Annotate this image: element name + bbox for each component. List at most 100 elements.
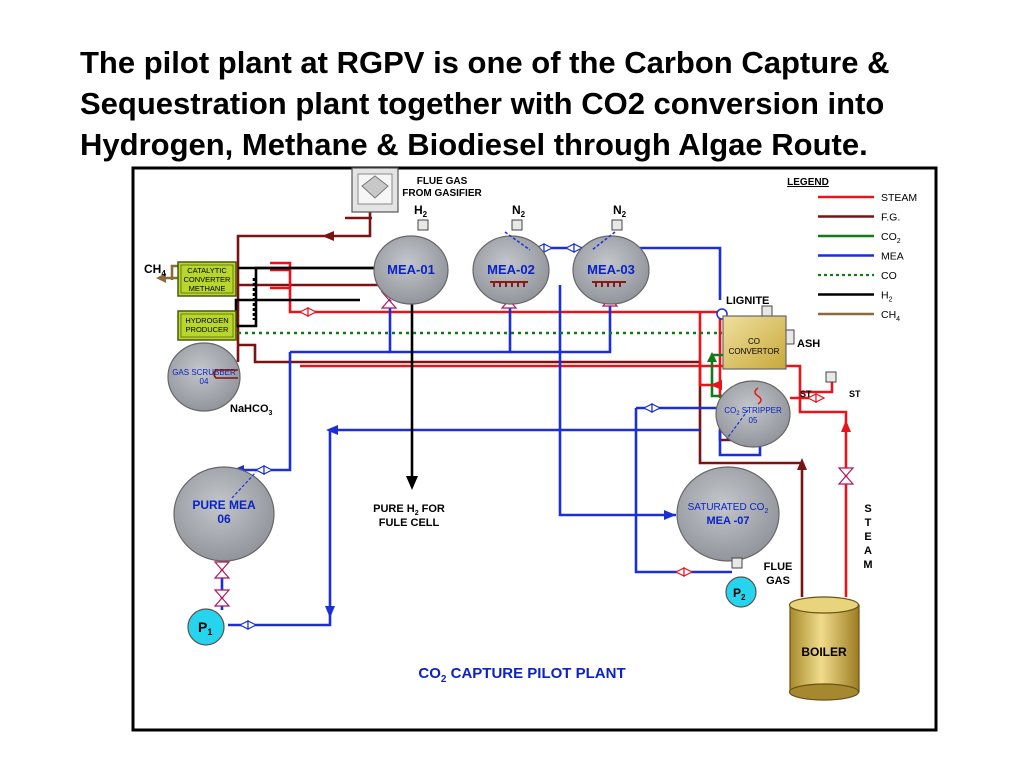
legend-item: H2 (818, 290, 893, 304)
stripper-dashed-feed (725, 409, 749, 441)
pure-mea-label: PURE MEA (192, 498, 256, 512)
mea-01-vessel (373, 235, 449, 305)
pump-p2 (725, 576, 757, 608)
pure-mea-number: 06 (217, 512, 231, 526)
mea-02-sparger (490, 281, 528, 287)
hydrogen-line-1: HYDROGEN (185, 316, 228, 325)
arrow-mea-left (326, 425, 338, 435)
legend-label: MEA (881, 251, 904, 263)
catalytic-line-1: CATALYTIC (187, 266, 227, 275)
ch4-label: CH4 (144, 262, 166, 278)
saturated-mea-label: SATURATED CO2 (688, 502, 769, 515)
steam-trap (825, 371, 837, 383)
hydrogen-line-2: PRODUCER (186, 325, 230, 334)
diagram-title: CO2 CAPTURE PILOT PLANT (418, 665, 625, 685)
flue-gas-source-icon (351, 167, 399, 213)
scrubber-coil (213, 369, 238, 379)
mea-line (510, 295, 612, 354)
pure-h2-label: PURE H2 FOR (373, 503, 445, 517)
pump-p2-label: P2 (733, 586, 746, 602)
valve (815, 393, 826, 403)
saturated-mea-number: MEA -07 (707, 515, 750, 527)
title-line-2: Sequestration plant together with CO2 co… (80, 86, 885, 121)
pure-mea-dashed-inlet (231, 471, 257, 499)
mea-01-label: MEA-01 (387, 262, 435, 277)
mea-03-label: MEA-03 (587, 262, 635, 277)
valve (247, 620, 258, 630)
valve (213, 589, 231, 599)
legend-item: STEAM (818, 192, 917, 204)
valve (573, 243, 584, 253)
n2-nozzle (611, 219, 623, 231)
mea-line (558, 285, 676, 517)
valve (380, 299, 398, 309)
ash-nozzle (785, 329, 795, 345)
valve (543, 243, 554, 253)
arrow-mea-down (325, 606, 335, 618)
pump-p1 (187, 608, 225, 646)
flue-gas-label: GAS (766, 575, 790, 587)
boiler (788, 596, 860, 701)
n2-dashed-feed (504, 231, 616, 251)
valve (213, 597, 231, 607)
flue-gas-source-label: FROM GASIFIER (402, 188, 482, 199)
legend-item: CO (818, 270, 897, 282)
steam-letter: T (865, 517, 872, 529)
arrow-mea-to-saturated (664, 510, 676, 520)
valve (683, 567, 694, 577)
legend-label: F.G. (881, 212, 900, 224)
n2-label: N2 (512, 203, 526, 219)
arrow-h2-to-fuel-cell (406, 476, 418, 490)
ch4-line (170, 264, 178, 280)
n2-nozzle (511, 219, 523, 231)
h2-label: H2 (414, 203, 428, 219)
valve (307, 307, 318, 317)
valve (651, 403, 662, 413)
pump-p1-label: P1 (198, 619, 212, 637)
legend-item: MEA (818, 251, 904, 263)
valve (213, 561, 231, 571)
steam-letter: S (864, 503, 871, 515)
co2-stripper-number: 05 (749, 416, 758, 425)
legend-item: CH4 (818, 309, 900, 323)
steam-line (270, 261, 722, 398)
co-converter-label: CO (748, 337, 760, 346)
co-converter-label: CONVERTOR (729, 347, 780, 356)
arrow-fg-up (797, 458, 807, 470)
lignite-label: LIGNITE (726, 295, 769, 307)
steam-letter: A (864, 545, 872, 557)
legend-item: CO2 (818, 231, 901, 245)
legend-label: CO2 (881, 231, 901, 245)
mea-02-label: MEA-02 (487, 262, 535, 277)
boiler-label: BOILER (801, 645, 847, 659)
gas-scrubber-vessel (167, 342, 241, 412)
flue-gas-source-label: FLUE GAS (417, 176, 468, 187)
hydrogen-producer: HYDROGEN PRODUCER (177, 310, 237, 341)
co-converter (722, 315, 787, 370)
arrow-steam-up (841, 420, 851, 432)
title-line-1: The pilot plant at RGPV is one of the Ca… (80, 45, 890, 80)
st-label: ST (800, 389, 812, 399)
legend-label: STEAM (881, 192, 917, 204)
lignite-nozzle (761, 305, 773, 317)
legend-label: CO (881, 270, 897, 282)
co2-stripper-vessel (715, 380, 791, 448)
gas-scrubber-number: 04 (200, 377, 209, 386)
legend-title: LEGEND (787, 177, 829, 188)
steam-letter: M (863, 559, 872, 571)
saturated-mea-vessel (676, 466, 780, 562)
slide-title: The pilot plant at RGPV is one of the Ca… (80, 42, 980, 165)
mea-line (228, 430, 332, 627)
saturated-outlet-nozzle (731, 557, 743, 569)
h2-nozzle (417, 219, 429, 231)
flue-gas-label: FLUE (764, 561, 793, 573)
arrow-steam-left (710, 380, 722, 390)
stripper-steam-coil (754, 387, 762, 405)
arrow-ch4-out (156, 273, 166, 283)
arrow-co2-to-stripper (707, 352, 717, 362)
mea-line (232, 352, 292, 472)
st-label: ST (849, 389, 861, 399)
mea-03-sparger (592, 281, 626, 287)
